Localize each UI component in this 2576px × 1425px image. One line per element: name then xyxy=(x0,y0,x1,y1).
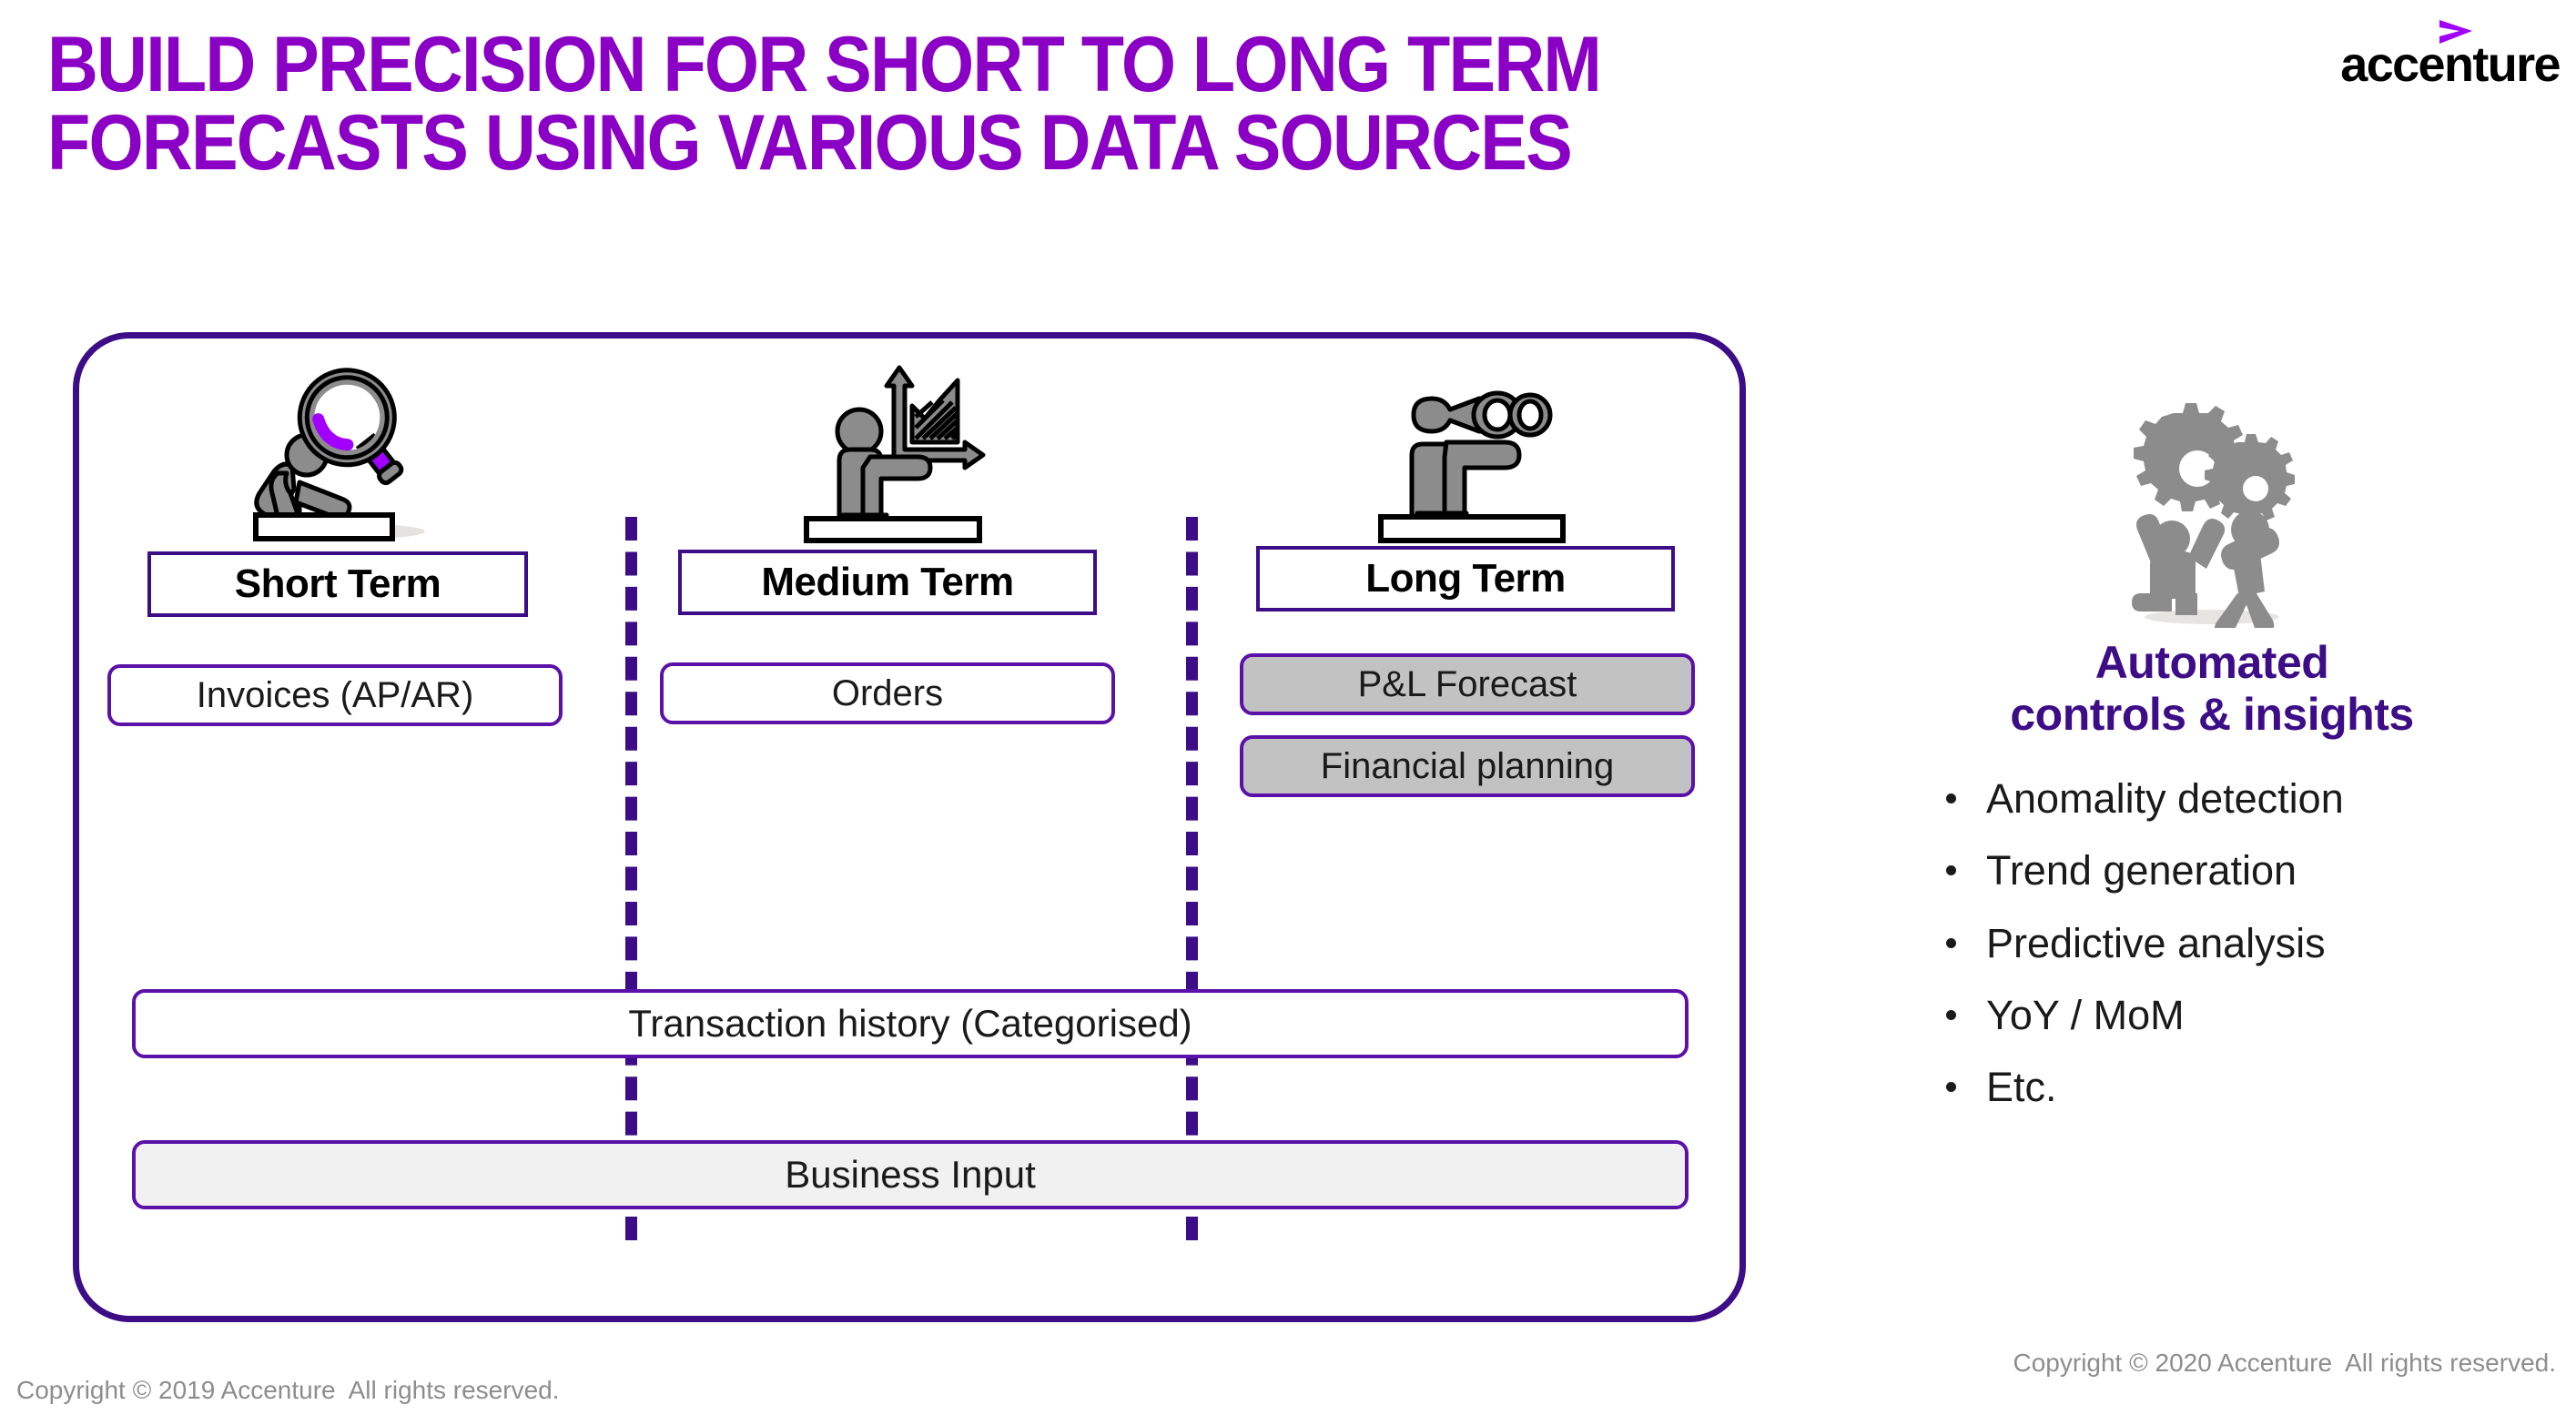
list-item: Trend generation xyxy=(1912,847,2414,894)
term-label-medium: Medium Term xyxy=(678,550,1097,615)
bullet-dot-icon xyxy=(1946,937,1956,948)
data-source-transaction-history[interactable]: Transaction history (Categorised) xyxy=(132,989,1689,1058)
data-source-pl-forecast[interactable]: P&L Forecast xyxy=(1240,653,1695,715)
column-divider-2 xyxy=(1186,517,1198,1240)
long-term-icon-area xyxy=(1256,355,1684,544)
bullet-dot-icon xyxy=(1946,1082,1956,1093)
person-pointing-at-growth-chart-icon xyxy=(804,365,986,543)
person-with-magnifying-glass-icon xyxy=(253,368,425,541)
list-item-label: Trend generation xyxy=(1986,847,2297,894)
footer-copyright-left: Copyright © 2019 Accenture All rights re… xyxy=(16,1376,560,1404)
list-item: Anomality detection xyxy=(1912,775,2414,822)
automated-controls-title: Automated controls & insights xyxy=(2010,637,2414,740)
list-item: Etc. xyxy=(1912,1064,2414,1110)
automated-controls-bullets: Anomality detection Trend generation Pre… xyxy=(1912,775,2512,1110)
list-item: YoY / MoM xyxy=(1912,992,2414,1038)
list-item-label: Anomality detection xyxy=(1986,775,2344,822)
bullet-dot-icon xyxy=(1946,793,1956,803)
footer-copyright-right: Copyright © 2020 Accenture All rights re… xyxy=(2013,1349,2557,1377)
column-medium-term: Medium Term Orders xyxy=(660,355,1115,724)
bullet-dot-icon xyxy=(1946,865,1956,876)
term-label-short: Short Term xyxy=(147,551,528,617)
list-item: Predictive analysis xyxy=(1912,920,2414,966)
list-item-label: Predictive analysis xyxy=(1986,919,2326,966)
list-item-label: Etc. xyxy=(1986,1064,2057,1111)
gears-with-two-people-icon xyxy=(2132,403,2295,628)
medium-term-icon-area xyxy=(678,355,1106,544)
list-item-label: YoY / MoM xyxy=(1986,991,2185,1038)
accenture-wordmark: accenture xyxy=(2340,37,2561,92)
page-title: Build precision for short to long term f… xyxy=(47,21,1602,187)
bullet-dot-icon xyxy=(1946,1009,1956,1020)
short-term-icon-area xyxy=(127,355,555,544)
automated-controls-section: Automated controls & insights Anomality … xyxy=(1912,400,2512,1136)
person-with-binoculars-icon xyxy=(1378,390,1566,543)
term-label-long: Long Term xyxy=(1256,546,1675,611)
data-source-business-input[interactable]: Business Input xyxy=(132,1140,1689,1209)
column-divider-1 xyxy=(625,517,637,1240)
data-source-invoices[interactable]: Invoices (AP/AR) xyxy=(107,664,563,726)
accenture-logo: accenture xyxy=(2314,16,2561,100)
accenture-greater-than-arrow-icon xyxy=(2439,20,2472,44)
column-short-term: Short Term Invoices (AP/AR) xyxy=(107,355,563,726)
column-long-term: Long Term P&L Forecast Financial plannin… xyxy=(1240,355,1695,797)
data-source-financial-planning[interactable]: Financial planning xyxy=(1240,735,1695,797)
data-source-orders[interactable]: Orders xyxy=(660,662,1115,724)
